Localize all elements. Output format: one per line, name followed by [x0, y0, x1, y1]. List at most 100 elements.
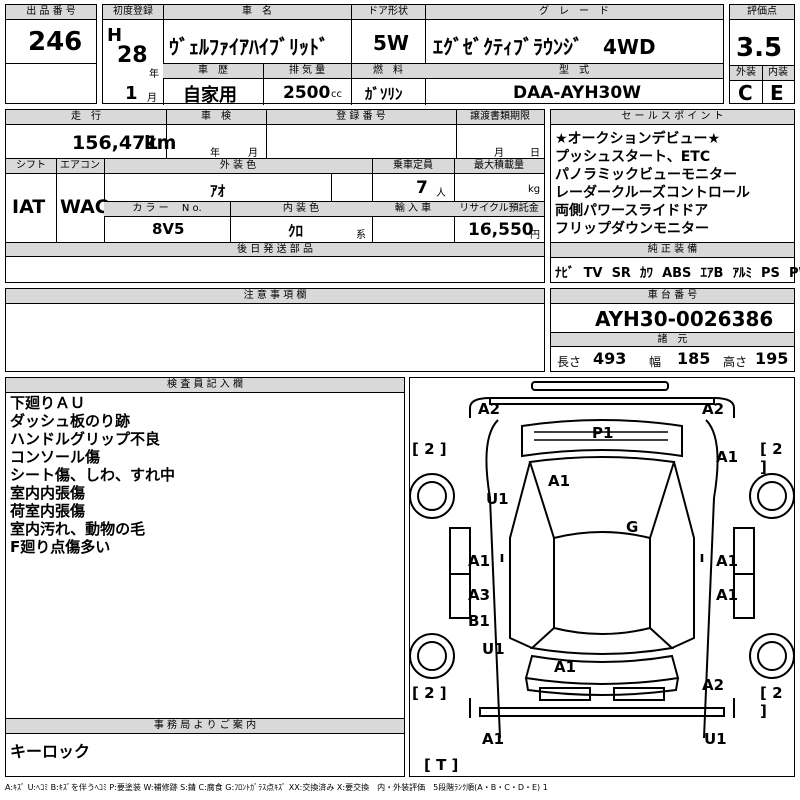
width: 185: [677, 349, 711, 368]
mark-right-door: A1: [716, 552, 739, 570]
inspector-label: 検 査 員 記 入 欄: [6, 378, 404, 393]
tire-front-right: [ 2 ]: [760, 440, 783, 476]
mark-left-door: A1: [468, 552, 491, 570]
recycle-unit: 円: [530, 230, 540, 241]
transfer-month-unit: 月: [494, 148, 504, 159]
office-message: キーロック: [10, 742, 91, 761]
era: H: [107, 25, 123, 46]
office-label: 事 務 局 よ り ご 案 内: [6, 719, 404, 734]
sales-point: 両側パワースライドドア: [555, 203, 709, 219]
length: 493: [593, 349, 627, 368]
damage-diagram-box: [ 2 ] [ 2 ] [ 2 ] [ 2 ] [ T ] A2 A2 P1 A…: [409, 377, 795, 777]
import-label: 輸 入 車: [372, 202, 454, 217]
sales-points-label: セ ー ル ス ポ イ ン ト: [551, 110, 794, 125]
ac-label: エアコン: [56, 159, 104, 174]
notes-label: 注 意 事 項 欄: [6, 289, 544, 304]
equipment-item: ｶﾜ: [640, 266, 653, 281]
equipment-item: ｱﾙﾐ: [732, 266, 752, 281]
sales-point-list: ★オークションデビュー★ プッシュスタート、ETC パノラミックビューモニター …: [555, 130, 750, 238]
mark-roof: A1: [548, 472, 571, 490]
lot-number-box: 出 品 番 号 246: [5, 4, 97, 104]
chassis-label: 車 台 番 号: [551, 289, 794, 304]
inspector-note: 室内内張傷: [10, 484, 86, 502]
transfer-day-unit: 日: [530, 148, 540, 159]
equipment-item: TV: [583, 266, 603, 281]
mark-left-front: U1: [486, 490, 509, 508]
interior-color-unit: 系: [356, 230, 366, 241]
sales-point: パノラミックビューモニター: [555, 167, 737, 183]
mark-front-left: A2: [478, 400, 501, 418]
width-label: 幅: [649, 355, 662, 369]
mark-left-rear: B1: [468, 612, 490, 630]
lot-number: 246: [28, 27, 83, 57]
mileage-label: 走 行: [6, 110, 166, 125]
fuel: ｶﾞｿﾘﾝ: [365, 85, 403, 103]
equipment-item: ｴｱB: [700, 266, 724, 281]
inspector-note: ハンドルグリップ不良: [10, 430, 161, 448]
sales-point: ★オークションデビュー★: [555, 131, 721, 147]
inspector-note: シート傷、しわ、すれ中: [10, 466, 176, 484]
tire-front-left: [ 2 ]: [412, 440, 447, 458]
mark-bumper-right: U1: [704, 730, 727, 748]
reg-no-label: 登 録 番 号: [266, 110, 456, 125]
mark-right-rear: A1: [716, 586, 739, 604]
fuel-label: 燃 料: [351, 64, 425, 79]
load-unit: kg: [528, 184, 541, 195]
spare-tire: [ T ]: [424, 756, 459, 774]
shift: IAT: [12, 196, 46, 218]
history-label: 車 歴: [163, 64, 263, 79]
sales-point: プッシュスタート、ETC: [555, 149, 711, 165]
inspector-note: 下廻りＡＵ: [10, 394, 86, 412]
inspection-year-unit: 年: [210, 148, 220, 159]
capacity-unit: 人: [436, 188, 446, 199]
sales-point: フリップダウンモニター: [555, 221, 709, 237]
tire-rear-right: [ 2 ]: [760, 684, 783, 720]
interior-color: ｸﾛ: [288, 222, 304, 240]
reg-month: 1: [125, 83, 138, 104]
mark-left-slide: A3: [468, 586, 491, 604]
mark-left-quarter: U1: [482, 640, 505, 658]
inspector-note: 荷室内張傷: [10, 502, 86, 520]
inspector-box: 検 査 員 記 入 欄 下廻りＡＵ ダッシュ板のり跡 ハンドルグリップ不良 コン…: [5, 377, 405, 777]
interior-label: 内装: [762, 66, 794, 81]
equipment-item: SR: [611, 266, 631, 281]
mark-rear-right: A2: [702, 676, 725, 694]
main-info-box: 初度登録 車 名 ドア形状 グ レ ー ド H 28 年 1 月 ｳﾞｪﾙﾌｧｲ…: [102, 4, 724, 106]
model-code: DAA-AYH30W: [513, 83, 641, 103]
model-code-label: 型 式: [425, 64, 723, 79]
score: 3.5: [736, 33, 783, 63]
score-label: 評価点: [730, 5, 794, 20]
grade-label: グ レ ー ド: [425, 5, 723, 20]
inspector-note: コンソール傷: [10, 448, 101, 466]
height: 195: [755, 349, 789, 368]
ac-type: WAC: [60, 196, 109, 218]
color-label: 外 装 色: [104, 159, 372, 174]
recycle-fee: 16,550: [468, 220, 534, 240]
reg-year: 28: [117, 43, 148, 68]
equipment-item: PS: [761, 266, 780, 281]
inspector-note: 室内汚れ、動物の毛: [10, 520, 146, 538]
mark-front-right: A2: [702, 400, 725, 418]
transfer-label: 譲渡書類期限: [456, 110, 544, 125]
grade: ｴｸﾞｾﾞｸﾃｨﾌﾞﾗｳﾝｼﾞ 4WD: [433, 35, 656, 59]
equipment-item: ﾅﾋﾞ: [555, 266, 575, 281]
inspection-label: 車 検: [166, 110, 266, 125]
int-color-label: 内 装 色: [230, 202, 372, 217]
vehicle-detail-box: 走 行 車 検 登 録 番 号 譲渡書類期限 156,471 km 年 月 月 …: [5, 109, 545, 283]
inspector-note: ダッシュ板のり跡: [10, 412, 131, 430]
tire-rear-left: [ 2 ]: [412, 684, 447, 702]
displacement-label: 排 気 量: [263, 64, 351, 79]
length-label: 長さ: [557, 355, 582, 369]
month-unit: 月: [147, 93, 157, 104]
capacity-label: 乗車定員: [372, 159, 454, 174]
shift-label: シフト: [6, 159, 56, 174]
mark-glass: G: [626, 518, 639, 536]
inspector-notes: 下廻りＡＵ ダッシュ板のり跡 ハンドルグリップ不良 コンソール傷 シート傷、しわ…: [10, 394, 175, 556]
mileage-unit: km: [144, 132, 177, 154]
equipment-list: ﾅﾋﾞ TV SR ｶﾜ ABS ｴｱB ｱﾙﾐ PS PW: [555, 262, 800, 281]
inspector-note: F廻り点傷多い: [10, 538, 111, 556]
interior-grade: E: [770, 81, 784, 105]
legend: A:ｷｽﾞ U:ﾍｺﾐ B:ｷｽﾞを伴うﾍｺﾐ P:要塗装 W:補修跡 S:錆 …: [5, 783, 548, 792]
mileage: 156,471: [72, 132, 159, 154]
color-no-label: カ ラ ー N o.: [104, 202, 230, 217]
